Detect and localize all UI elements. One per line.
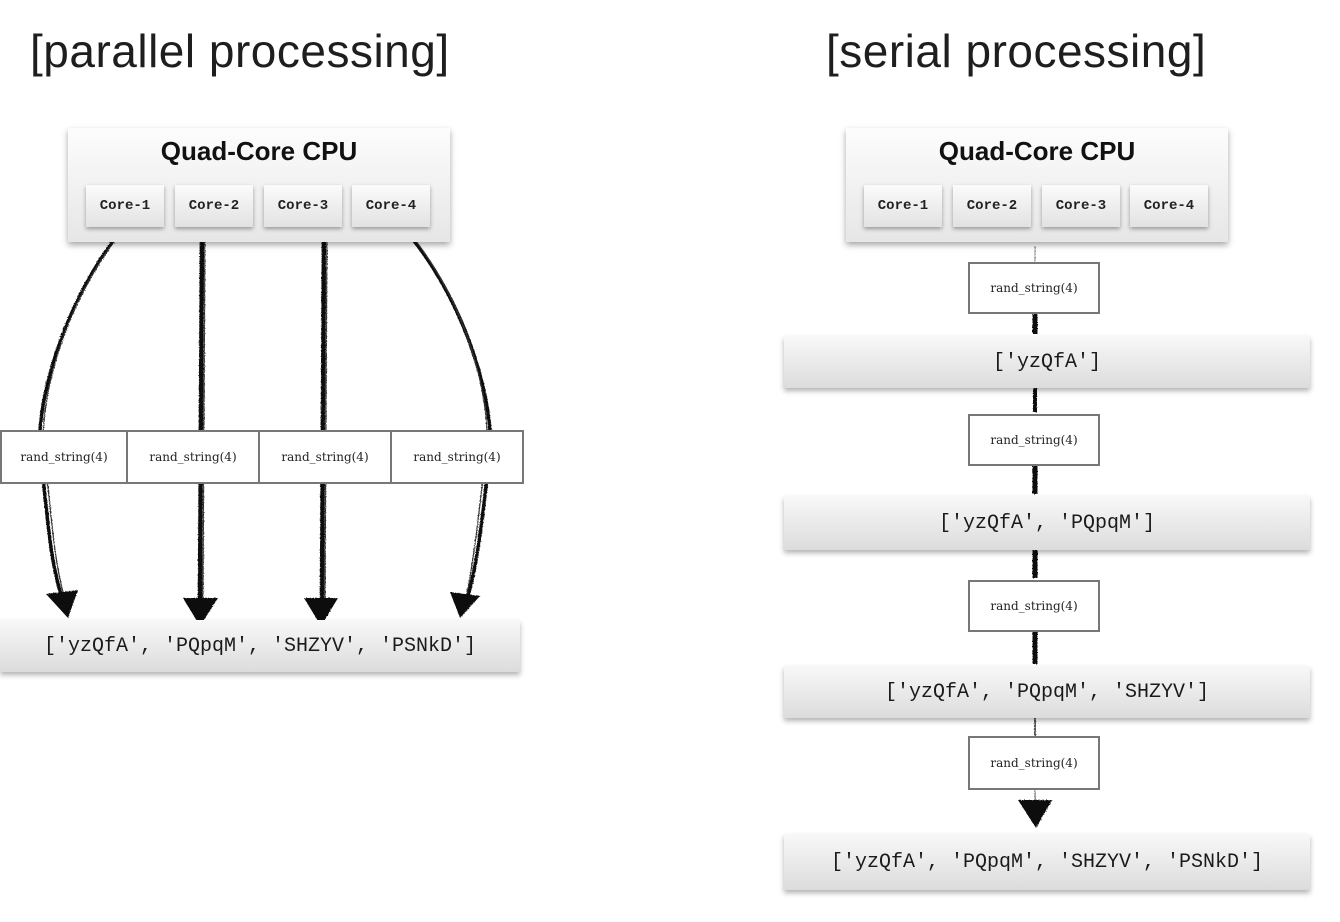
parallel-core-4: Core-4: [352, 185, 430, 227]
parallel-arrowhead-4: [450, 592, 480, 618]
parallel-arrowhead-2: [183, 598, 218, 626]
parallel-cpu-panel: Quad-Core CPU Core-1 Core-2 Core-3 Core-…: [68, 128, 450, 242]
parallel-function-1: rand_string(4): [0, 430, 128, 484]
serial-result-3: ['yzQfA', 'PQpqM', 'SHZYV']: [784, 666, 1310, 718]
serial-cpu-title: Quad-Core CPU: [938, 136, 1136, 166]
serial-result-4: ['yzQfA', 'PQpqM', 'SHZYV', 'PSNkD']: [784, 834, 1310, 890]
parallel-function-2: rand_string(4): [126, 430, 260, 484]
parallel-core-3: Core-3: [264, 185, 342, 227]
serial-heading: [serial processing]: [826, 25, 1207, 77]
parallel-core-2: Core-2: [175, 185, 253, 227]
serial-core-3: Core-3: [1042, 185, 1120, 227]
parallel-core-1: Core-1: [86, 185, 164, 227]
parallel-heading: [parallel processing]: [30, 25, 450, 77]
parallel-arrow-core-1: [37, 218, 132, 618]
parallel-arrowhead-3: [304, 598, 338, 626]
serial-cpu-panel: Quad-Core CPU Core-1 Core-2 Core-3 Core-…: [846, 128, 1228, 242]
parallel-arrow-core-2: [183, 225, 218, 626]
serial-result-2: ['yzQfA', 'PQpqM']: [784, 496, 1310, 550]
serial-core-4: Core-4: [1130, 185, 1208, 227]
parallel-function-4: rand_string(4): [390, 430, 524, 484]
parallel-function-3: rand_string(4): [258, 430, 392, 484]
serial-function-3: rand_string(4): [968, 580, 1100, 632]
serial-core-1: Core-1: [864, 185, 942, 227]
serial-function-1: rand_string(4): [968, 262, 1100, 314]
serial-function-4: rand_string(4): [968, 736, 1100, 790]
parallel-arrowhead-1: [46, 590, 78, 618]
parallel-cpu-title: Quad-Core CPU: [160, 136, 358, 166]
parallel-arrow-core-4: [396, 220, 493, 618]
serial-function-2: rand_string(4): [968, 414, 1100, 466]
serial-result-1: ['yzQfA']: [784, 336, 1310, 388]
serial-arrowhead: [1018, 800, 1052, 828]
parallel-result: ['yzQfA', 'PQpqM', 'SHZYV', 'PSNkD']: [0, 620, 520, 672]
parallel-arrow-core-3: [304, 225, 338, 626]
serial-connectors: [1018, 246, 1052, 828]
serial-core-2: Core-2: [953, 185, 1031, 227]
